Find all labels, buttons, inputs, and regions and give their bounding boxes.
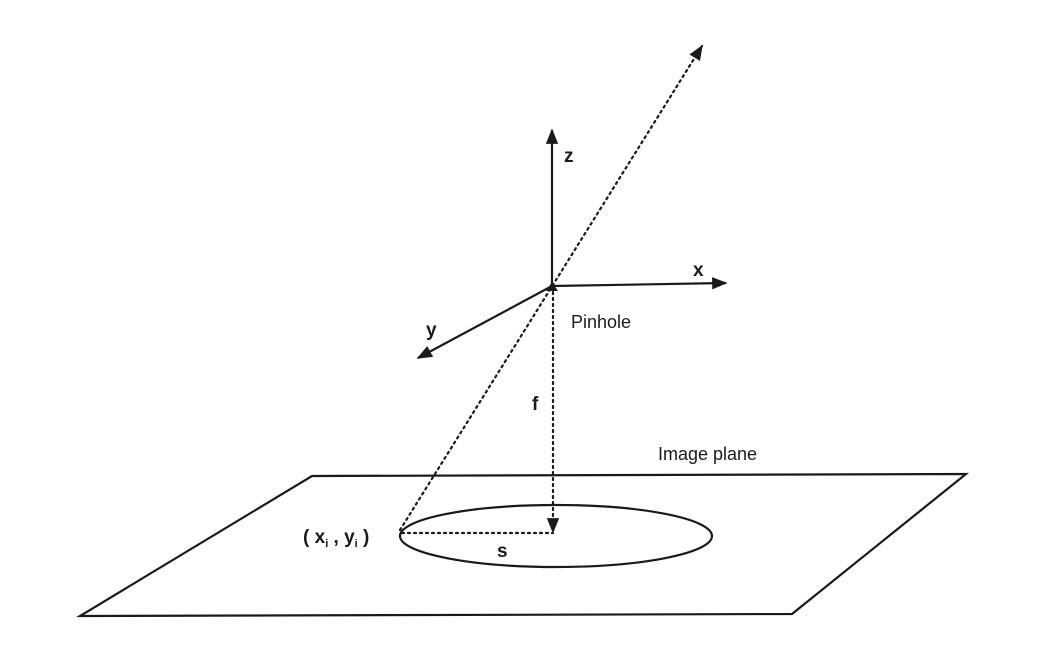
image-plane [76,472,970,618]
image-point-sep: , y [328,527,355,548]
radial-distance-label: s [497,541,508,562]
x-axis [551,277,728,290]
image-point-label: ( xi , yi ) [303,527,369,550]
image-plane-label: Image plane [658,444,757,464]
focal-length-label: f [532,394,539,415]
light-ray [398,44,704,532]
image-point-y-sub: i [355,538,358,550]
image-point-x-sub: i [325,538,328,550]
image-circle [398,503,714,569]
z-axis-label: z [564,146,574,167]
image-point-open: ( x [303,527,326,548]
y-axis-label: y [426,320,437,341]
pinhole-label: Pinhole [571,312,631,332]
x-axis-label: x [693,260,704,281]
image-point-close: ) [358,527,370,548]
y-axis [416,285,553,359]
